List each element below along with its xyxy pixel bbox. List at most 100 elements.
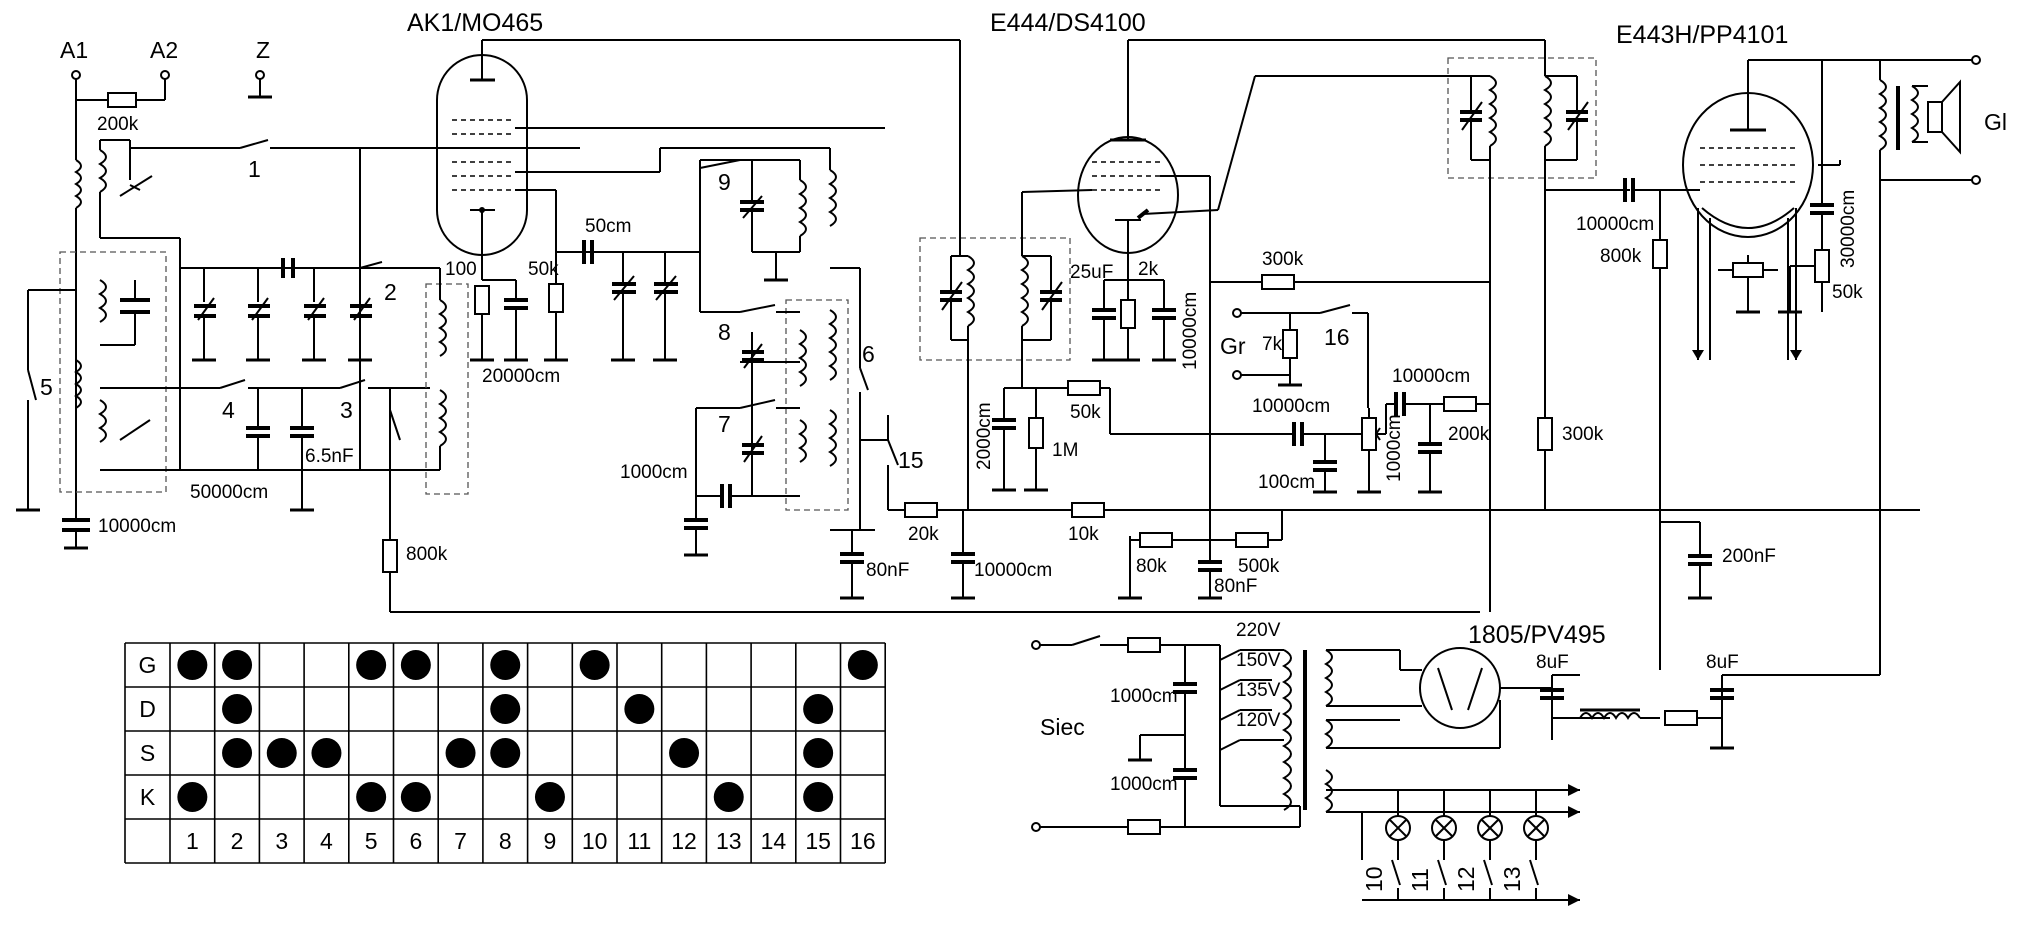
switch-9-label: 9 (718, 169, 731, 195)
table-column-label: 15 (805, 828, 831, 854)
mixer-cathode: 100 20000cm (445, 252, 560, 387)
r-50k-label-c: 50k (1832, 282, 1863, 303)
r-50k-label-b: 50k (1070, 402, 1101, 423)
table-column-label: 7 (454, 828, 467, 854)
r-800k-label: 800k (406, 544, 448, 565)
antenna-cap: 10000cm (62, 516, 176, 550)
tube-label-rectifier: 1805/PV495 (1468, 621, 1606, 649)
switch-7-label: 7 (718, 411, 731, 437)
table-closed-dot (400, 782, 431, 812)
table-closed-dot (445, 738, 476, 768)
tap-150v: 150V (1236, 650, 1281, 671)
terminal-a2: A2 (150, 37, 178, 63)
output-coupling: 10000cm 800k (1576, 178, 1690, 670)
c-50cm-label: 50cm (585, 216, 631, 237)
r-50k-label-a: 50k (528, 259, 559, 280)
c-100cm-label: 100cm (1258, 472, 1315, 493)
c-80nf-label-b: 80nF (1214, 576, 1257, 597)
rf-coils (74, 279, 180, 471)
switches-6-15: 6 15 20k 80nF 10000cm 10k (830, 267, 1920, 600)
r-200k-label-b: 200k (1448, 424, 1490, 445)
tube-label-if-amp: E444/DS4100 (990, 9, 1146, 37)
c-6-5nf-label: 6.5nF (305, 446, 354, 467)
table-column-label: 6 (409, 828, 422, 854)
table-closed-dot (177, 782, 208, 812)
r-100-label: 100 (445, 259, 477, 280)
c-10000-label-d: 10000cm (1392, 366, 1470, 387)
table-closed-dot (490, 650, 521, 680)
table-closed-dot (490, 738, 521, 768)
c-10000-label-b: 10000cm (974, 560, 1052, 581)
terminal-a1: A1 (60, 37, 88, 63)
lamp-switch-10: 10 (1361, 866, 1387, 892)
table-closed-dot (400, 650, 431, 680)
table-column-label: 4 (320, 828, 333, 854)
table-closed-dot (311, 738, 342, 768)
table-column-label: 3 (275, 828, 288, 854)
osc-coil-box (425, 283, 469, 495)
switch-15-label: 15 (898, 447, 924, 473)
antenna-input: A1 A2 Z 200k 1 (60, 37, 580, 520)
c-20000-label: 20000cm (482, 366, 560, 387)
osc-coils (390, 268, 447, 471)
r-800k-label-b: 800k (1600, 246, 1642, 267)
table-closed-dot (356, 782, 387, 812)
table-closed-dot (177, 650, 208, 680)
tuning-capacitors: 2 (180, 258, 440, 362)
table-column-label: 8 (499, 828, 512, 854)
table-closed-dot (624, 694, 655, 724)
r-1m-label: 1M (1052, 440, 1078, 461)
terminal-gl: Gl (1984, 109, 2007, 135)
c-200nf-label: 200nF (1722, 546, 1776, 567)
osc-grid: 50k 50cm (528, 159, 780, 362)
r-800k-osc: 800k (382, 520, 1480, 613)
tap-220v: 220V (1236, 620, 1281, 641)
rf-coil-box (59, 251, 167, 493)
table-column-label: 1 (186, 828, 199, 854)
table-closed-dot (669, 738, 700, 768)
switch-5-label: 5 (40, 374, 53, 400)
table-closed-dot (713, 782, 744, 812)
c-10000-label-e: 10000cm (1576, 214, 1654, 235)
table-column-label: 11 (627, 828, 651, 854)
speaker: Gl (1878, 55, 2007, 185)
r-7k-label: 7k (1262, 334, 1283, 355)
tone-control: 30000cm 50k (1778, 60, 1863, 314)
audio-coupling: 10000cm 100cm 1000cm 10000cm 200k (1252, 366, 1490, 494)
c-8uf-label-a: 8uF (1536, 652, 1569, 673)
if-amp-cathode: 25uF 2k 10000cm (1070, 259, 1201, 370)
c-50000-label: 50000cm (190, 482, 268, 503)
c-25uf-label: 25uF (1070, 262, 1113, 283)
r-300k-label-b: 300k (1562, 424, 1604, 445)
tap-120v: 120V (1236, 710, 1281, 731)
c-8uf-label-b: 8uF (1706, 652, 1739, 673)
table-column-label: 16 (850, 828, 876, 854)
tube-label-output: E443H/PP4101 (1616, 21, 1788, 49)
r-300k-label-a: 300k (1262, 249, 1304, 270)
smoothing-filter: 8uF 8uF (1536, 180, 1881, 750)
power-supply: Siec 1000cm 1000cm 220V 150V 135V 120V (1031, 620, 1580, 835)
terminal-siec: Siec (1040, 714, 1085, 740)
detector: 2000cm 1M 50k (974, 380, 1290, 492)
gramophone-input: Gr 7k 16 (1220, 304, 1369, 408)
if-transformer-2 (1460, 40, 1630, 612)
table-closed-dot (847, 650, 878, 680)
table-closed-dot (803, 738, 834, 768)
bias-ladder: 80k 80nF 500k (1118, 510, 1283, 600)
switches-7-8: 8 7 1000cm (620, 304, 837, 557)
lamp-switch-12: 12 (1453, 866, 1479, 892)
table-row-label: G (139, 652, 157, 678)
switch-3-label: 3 (340, 397, 353, 423)
r-500k-label: 500k (1238, 556, 1280, 577)
switch-9-tank: 9 (660, 147, 837, 282)
band-switches-3-4: 4 3 6.5nF 50000cm (180, 379, 430, 520)
switch-5: 5 (16, 289, 76, 512)
table-row-label: D (139, 696, 156, 722)
table-closed-dot (579, 650, 610, 680)
c-1000-label-v: 1000cm (1384, 414, 1405, 482)
c-10000-label-a: 10000cm (98, 516, 176, 537)
table-closed-dot (222, 650, 253, 680)
table-row-label: S (140, 740, 155, 766)
r-200k-label: 200k (97, 114, 139, 135)
